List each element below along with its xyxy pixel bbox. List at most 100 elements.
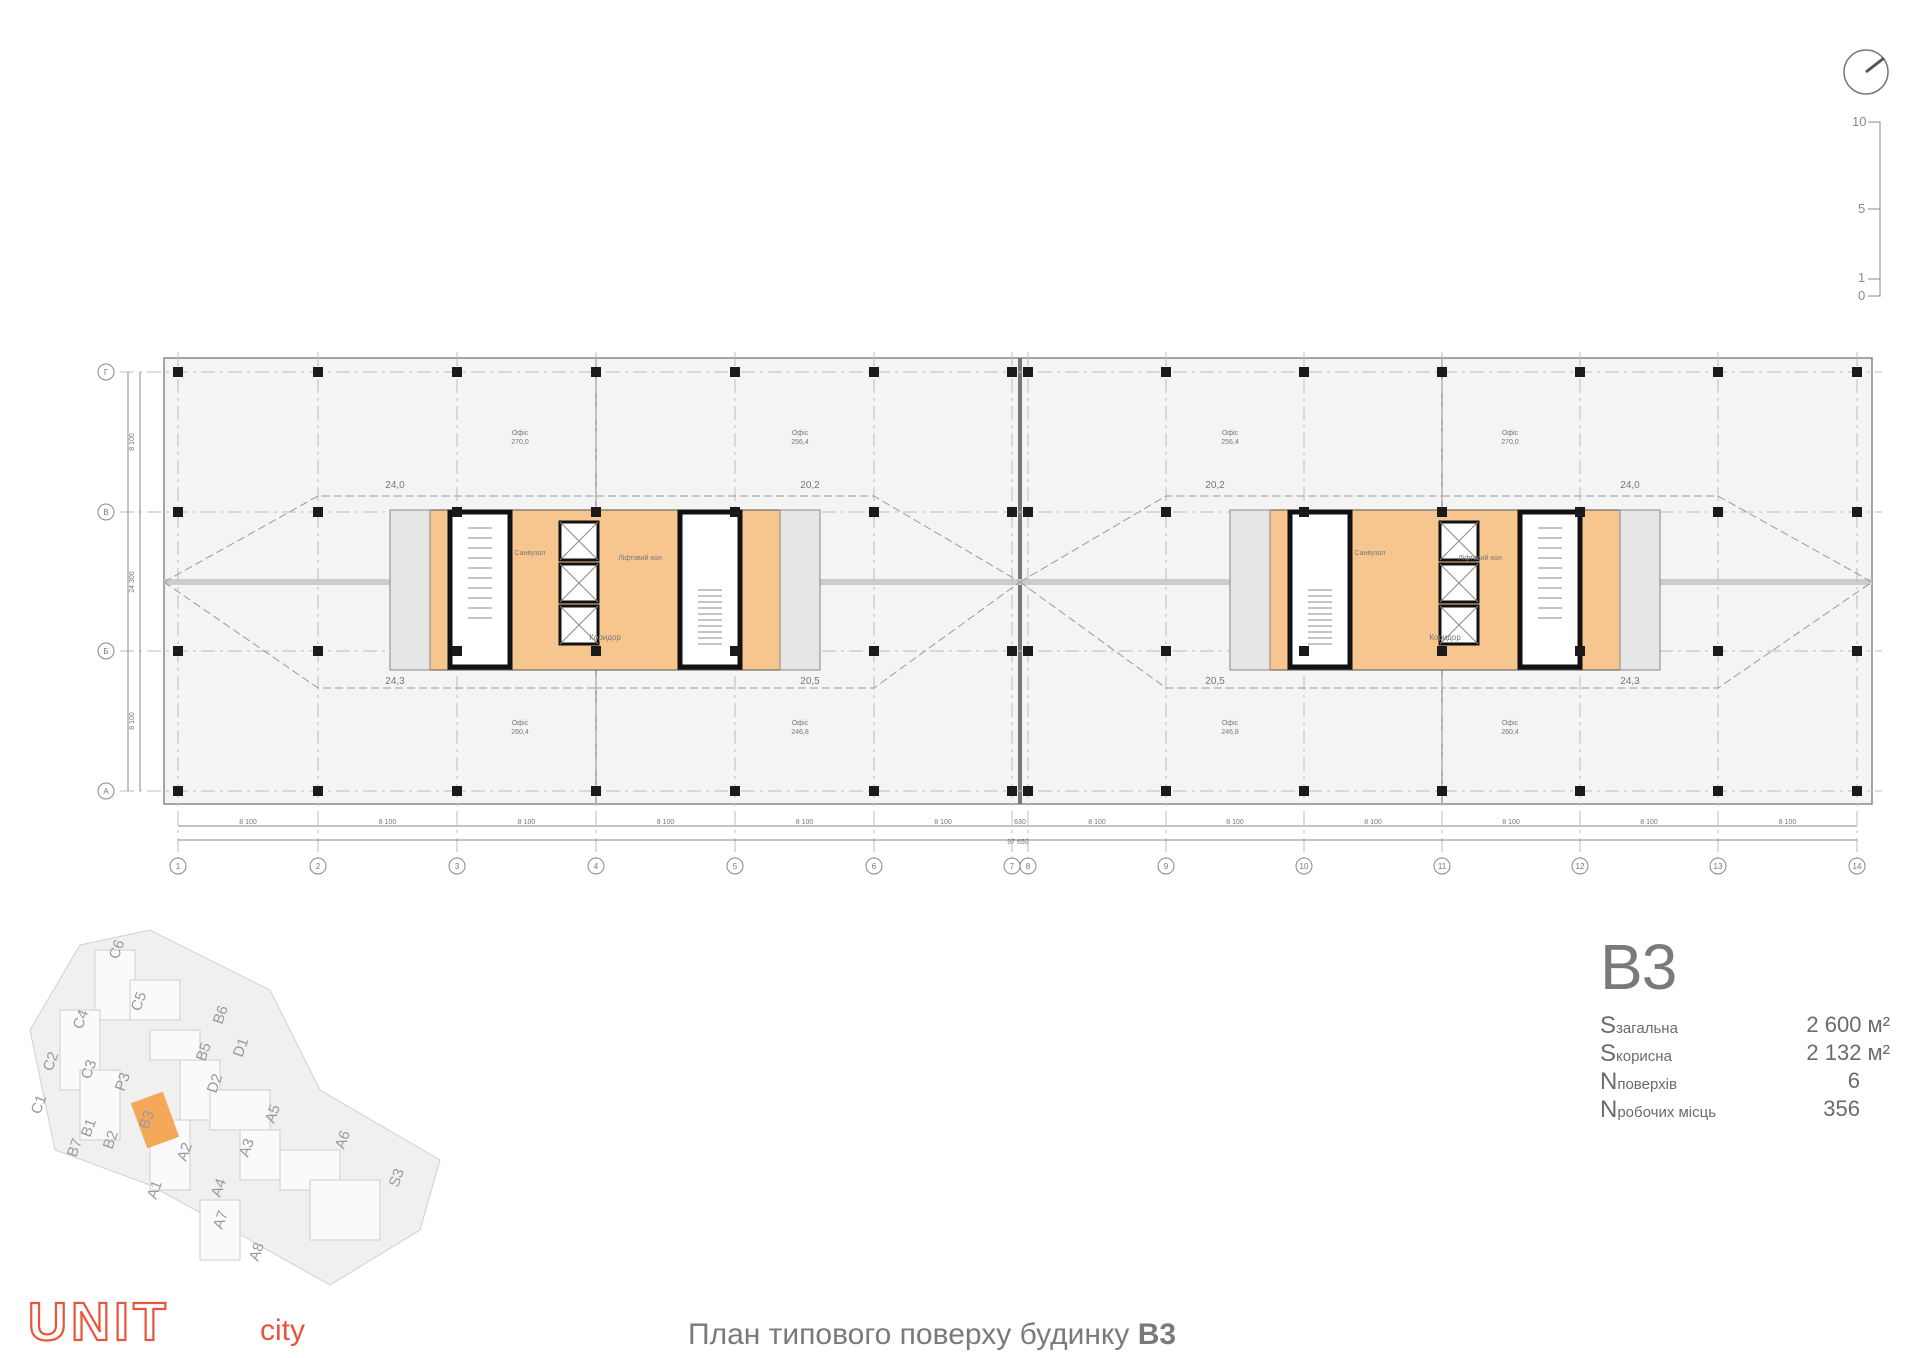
axis-label-column: 3 (455, 862, 460, 871)
room-label-corridor: Коридор (1429, 633, 1461, 642)
axis-bubble-row (97, 503, 115, 521)
structural-column (452, 367, 462, 377)
axis-bubble-column (448, 857, 466, 875)
site-building-label: S3 (386, 1166, 408, 1189)
structural-column (1713, 507, 1723, 517)
plan-caption: План типового поверху будинку B3 (688, 1318, 1177, 1351)
office-label-area: 270,0 (1501, 439, 1519, 446)
stat-useful-area: Sкорисна 2 132 м² (1600, 1040, 1890, 1067)
office-label-name: Офіс (792, 429, 809, 437)
structural-column (730, 646, 740, 656)
core-dimension: 24,3 (385, 676, 405, 687)
structural-column (173, 507, 183, 517)
structural-column (1437, 786, 1447, 796)
site-building (149, 1029, 201, 1061)
axis-label-column: 5 (733, 862, 738, 871)
axis-label-row: В (103, 508, 108, 517)
office-label-name: Офіс (512, 719, 529, 727)
room-label-corridor: Коридор (589, 633, 621, 642)
site-building-label: D1 (230, 1036, 253, 1060)
axis-bubble-row (97, 642, 115, 660)
axis-label-column: 14 (1853, 862, 1862, 871)
site-building (239, 1129, 281, 1181)
stat-total-area: Sзагальна 2 600 м² (1600, 1012, 1890, 1039)
structural-column (1713, 786, 1723, 796)
structural-column (1007, 367, 1017, 377)
site-building-label: B1 (78, 1116, 100, 1139)
elevator-cross (1439, 521, 1479, 561)
axis-label-column: 1 (176, 862, 181, 871)
structural-column (1299, 367, 1309, 377)
bay-dimension: 8 100 (1502, 819, 1520, 826)
axis-label-column: 13 (1714, 862, 1723, 871)
bay-dimension: 630 (1014, 819, 1026, 826)
axis-bubble-column (865, 857, 883, 875)
structural-column (1437, 646, 1447, 656)
axis-bubble-column (309, 857, 327, 875)
structural-column (1575, 646, 1585, 656)
structural-column (313, 786, 323, 796)
structural-column (869, 367, 879, 377)
site-building-label: C3 (78, 1058, 101, 1082)
structural-column (1023, 786, 1033, 796)
structural-column (1161, 786, 1171, 796)
structural-column (1161, 646, 1171, 656)
structural-column (1852, 367, 1862, 377)
axis-label-column: 6 (872, 862, 877, 871)
structural-column (1575, 786, 1585, 796)
office-label-area: 246,8 (1221, 729, 1239, 736)
logo-sub-text: city (260, 1314, 305, 1346)
room-label-wc: Санвузол (1355, 550, 1386, 557)
axis-bubble-row (97, 782, 115, 800)
axis-label-column: 12 (1576, 862, 1585, 871)
structural-column (591, 646, 601, 656)
site-building-label: B5 (193, 1040, 215, 1063)
structural-column (173, 367, 183, 377)
office-label-name: Офіс (1222, 719, 1239, 727)
structural-column (452, 786, 462, 796)
structural-column (869, 507, 879, 517)
axis-label-column: 9 (1164, 862, 1169, 871)
structural-column (1299, 646, 1309, 656)
structural-column (591, 507, 601, 517)
site-building-label: A7 (210, 1208, 232, 1231)
elevator-cross (1439, 563, 1479, 603)
axis-label-row: Б (103, 647, 108, 656)
structural-column (452, 507, 462, 517)
structural-column (1713, 367, 1723, 377)
structural-column (1007, 646, 1017, 656)
structural-column (1023, 507, 1033, 517)
site-building-label: A2 (174, 1140, 196, 1163)
site-building (129, 979, 181, 1021)
bay-dimension: 8 100 (657, 819, 675, 826)
bay-dimension: 8 100 (934, 819, 952, 826)
scale-bar (1868, 121, 1881, 297)
zone-outline (1019, 495, 1442, 583)
site-building (309, 1179, 381, 1241)
site-building-label: A5 (262, 1102, 284, 1125)
bay-dimension: 8 100 (1640, 819, 1658, 826)
bay-dimension: 8 100 (518, 819, 536, 826)
structural-column (1299, 786, 1309, 796)
axis-label-column: 4 (594, 862, 599, 871)
scale-label-10: 10 (1852, 114, 1867, 129)
zone-outline (1442, 495, 1873, 689)
site-building-label: C6 (106, 938, 129, 962)
office-label-area: 260,4 (511, 729, 529, 736)
toilet-block (779, 509, 821, 671)
core-dimension: 20,5 (1205, 676, 1225, 687)
office-label-name: Офіс (1502, 429, 1519, 437)
axis-bubble-row (97, 363, 115, 381)
structural-column (730, 786, 740, 796)
core-dimension: 24,0 (385, 480, 405, 491)
structural-column (1852, 507, 1862, 517)
site-building-label: C5 (128, 990, 151, 1014)
north-arrow-icon (1843, 49, 1889, 95)
scale-label-5: 5 (1858, 201, 1866, 216)
zone-outline (1019, 581, 1442, 689)
structural-column (869, 786, 879, 796)
structural-column (173, 786, 183, 796)
toilet-block (389, 509, 431, 671)
site-building (79, 1069, 121, 1141)
